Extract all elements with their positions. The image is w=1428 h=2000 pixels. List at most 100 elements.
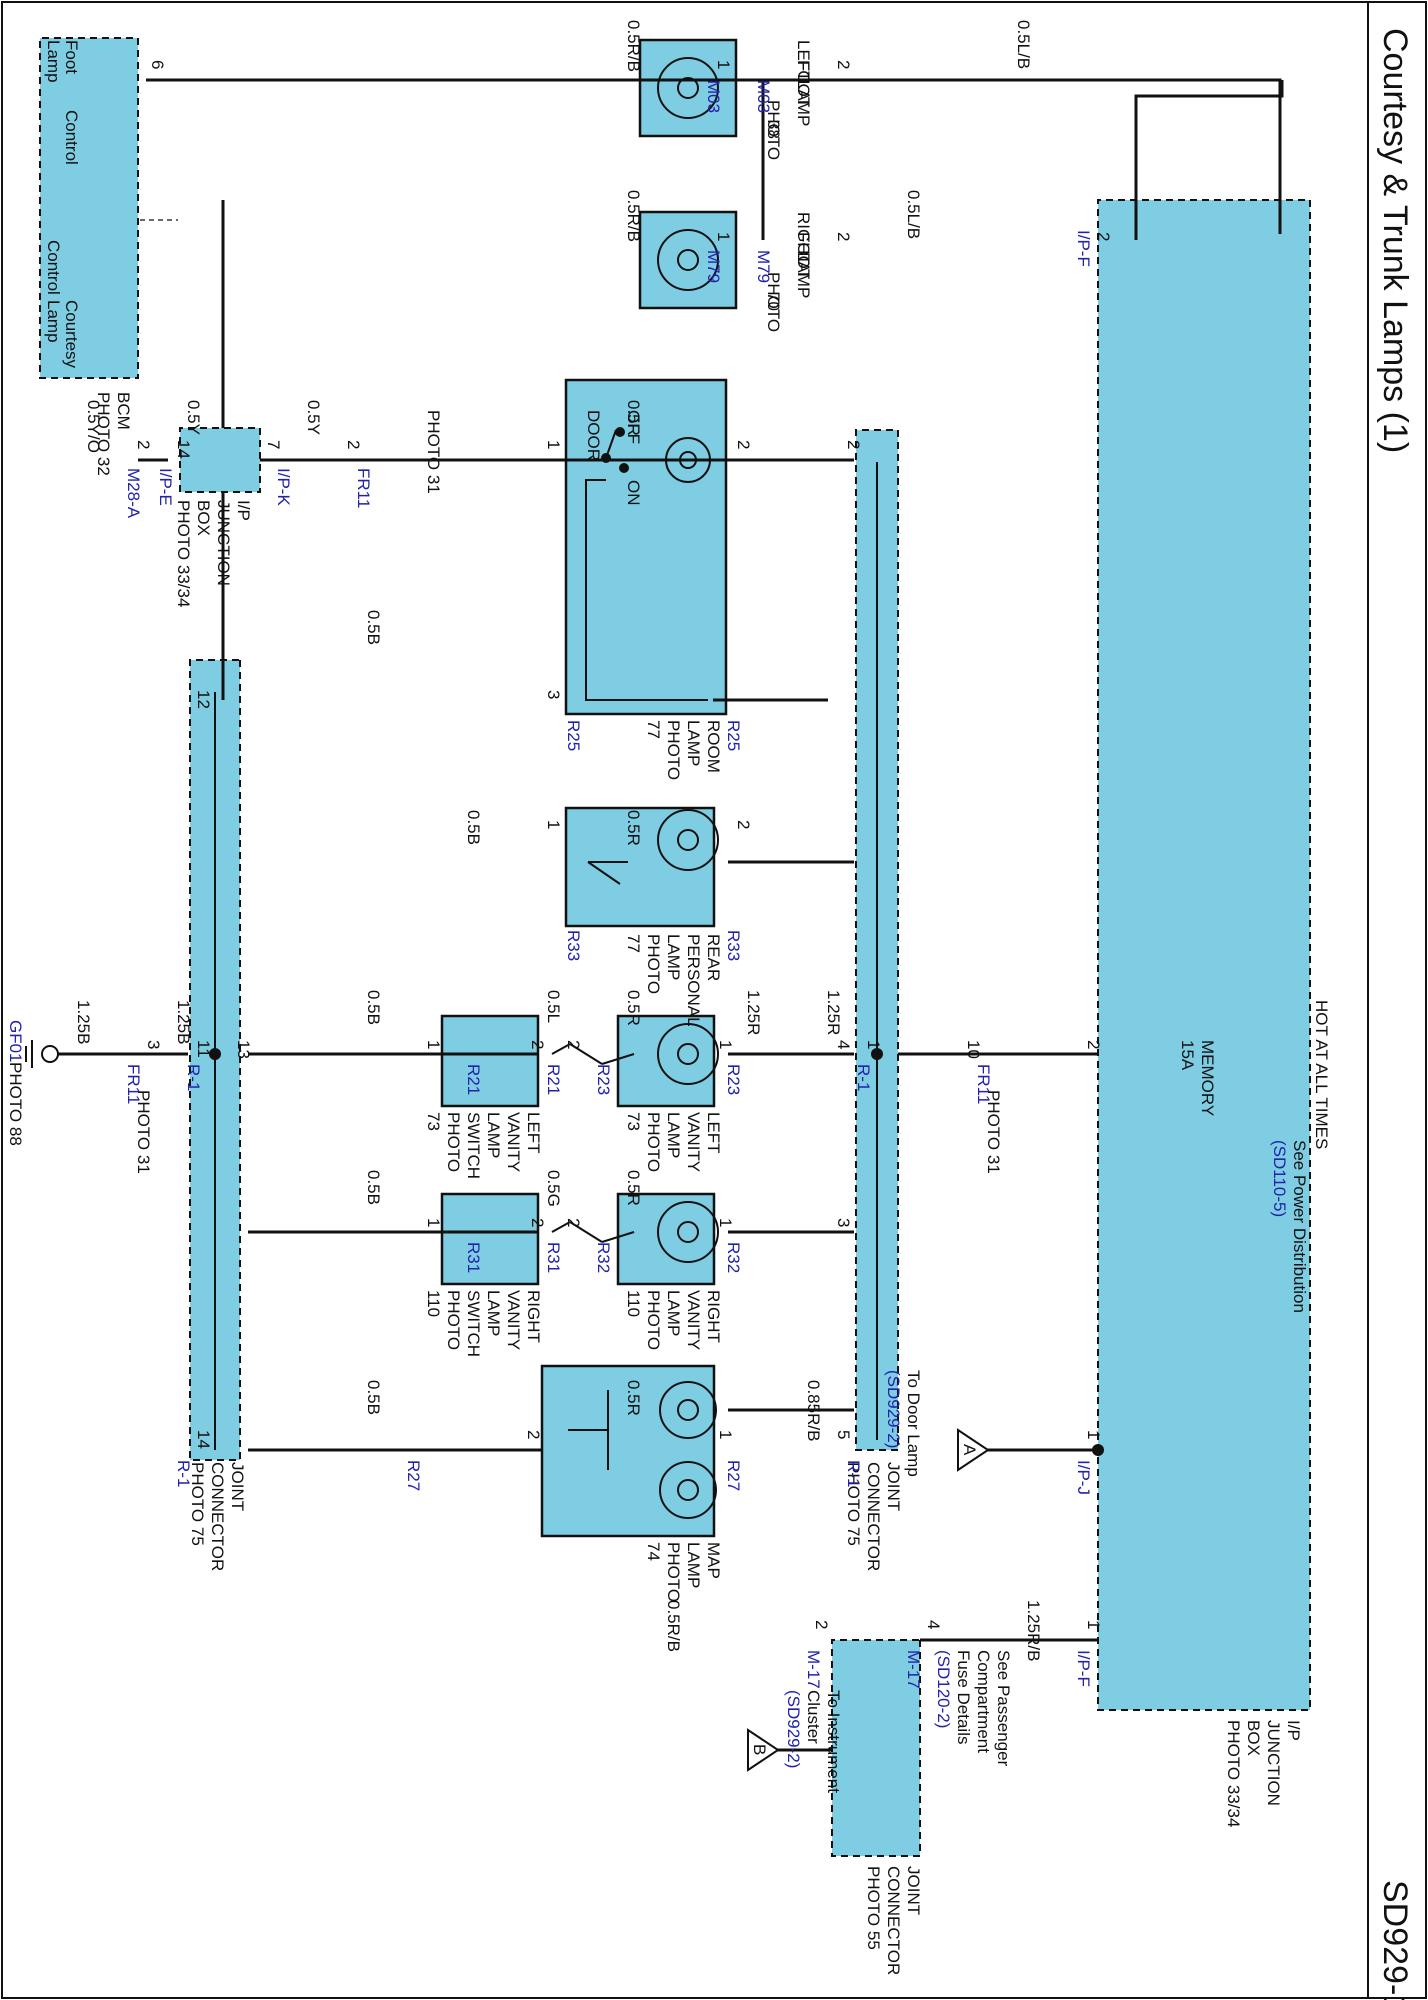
p1-ipj-label: 1: [1084, 1430, 1103, 1439]
r23b-label: R23: [724, 1064, 743, 1095]
left-vanity-lamp: [616, 1014, 716, 1108]
p1-rvs-label: 1: [424, 1218, 443, 1227]
p6-label: 6: [148, 60, 167, 69]
photo-label: PHOTO 75: [188, 1462, 207, 1546]
p11-label: 11: [194, 1040, 213, 1058]
r32b-label: R32: [724, 1242, 743, 1273]
p1-lvl-label: 1: [716, 1040, 735, 1049]
photo-1-label: PHOTO: [444, 1290, 463, 1350]
l1-label: MAP: [704, 1542, 723, 1579]
l2-label: FOOT: [794, 60, 813, 107]
right-vanity-switch: [440, 1192, 540, 1286]
p3-fr11-label: 3: [144, 1040, 163, 1049]
notes: HOT AT ALL TIMES See Power Distribution …: [784, 1000, 1331, 1793]
l3-label: LAMP: [484, 1290, 503, 1336]
r31a-label: R31: [464, 1242, 483, 1273]
p5-label: 5: [834, 1430, 853, 1439]
r1-pwr-label: R-1: [854, 1064, 873, 1091]
ipe-label: I/P-E: [156, 468, 175, 506]
r1-gnd-label: R-1: [184, 1064, 203, 1091]
switch-contacts: [551, 427, 708, 1470]
m17b-label: M-17: [804, 1650, 823, 1689]
p2-m28-label: 2: [134, 440, 153, 449]
fr11-photo-a-label: PHOTO 31: [424, 410, 443, 494]
photo-2-label: 70: [764, 292, 783, 311]
l2-label: CONNECTOR: [208, 1462, 227, 1571]
p14-r1-label: 14: [194, 1430, 213, 1449]
w-05b-rear-label: 0.5B: [464, 810, 483, 845]
foot-3-label: Control: [62, 110, 81, 165]
p10-label: 10: [964, 1040, 983, 1059]
p2-ipf-label: 2: [1094, 232, 1113, 241]
r27b-label: R27: [724, 1460, 743, 1491]
right-vanity-lamp: [616, 1192, 716, 1286]
l3-label: LAMP: [664, 1112, 683, 1158]
ipf-top-label: I/P-F: [1074, 230, 1093, 267]
fr11-a-label: FR11: [354, 468, 373, 508]
p13-label: 13: [234, 1040, 253, 1059]
court-1-label: Courtesy: [62, 300, 81, 369]
ipf-bot-label: I/P-F: [1074, 1650, 1093, 1687]
fuse-2-label: Compartment: [974, 1650, 993, 1753]
door-label: DOOR: [584, 410, 603, 461]
p2-lvl-label: 2: [564, 1040, 583, 1049]
p1-lvs-label: 1: [424, 1040, 443, 1049]
l2-label: VANITY: [504, 1290, 523, 1350]
w-05y1-label: 0.5Y: [184, 400, 203, 435]
door-lamp-1-label: To Door Lamp: [904, 1370, 923, 1477]
connector-labels: M03 M03 M79 M79 I/P-F M28-A I/P-E I/P-K …: [124, 80, 1093, 1689]
l1-label: REAR: [704, 934, 723, 981]
w-05l-label: 0.5L: [544, 990, 563, 1023]
m17a-label: M-17: [904, 1650, 923, 1689]
p2-m17-label: 2: [812, 1620, 831, 1629]
r32a-label: R32: [594, 1242, 613, 1273]
photo-2-label: 77: [624, 934, 643, 953]
w-05rb-m17-label: 0.5R/B: [664, 1600, 683, 1652]
w-125rb-label: 1.25R/B: [1024, 1600, 1043, 1661]
joint-connector-m17: [831, 1639, 921, 1857]
l1-label: RIGHT: [524, 1290, 543, 1343]
p2-fr11-label: 2: [344, 440, 363, 449]
p2-rvl-label: 2: [564, 1218, 583, 1227]
photo-1-label: PHOTO: [644, 1112, 663, 1172]
left-foot-lamp: [638, 38, 738, 138]
page-title: Courtesy & Trunk Lamps (1): [1376, 28, 1414, 453]
l3-label: BOX: [1244, 1720, 1263, 1756]
photo-label: PHOTO 55: [864, 1866, 883, 1950]
photo-2-label: 38: [764, 120, 783, 139]
p7-ipk-label: 7: [264, 440, 283, 449]
right-foot-lamp: [638, 210, 738, 310]
splice-power: [1092, 1444, 1104, 1456]
m79b-label: M79: [704, 250, 723, 283]
w-05yo-label: 0.5Y/O: [84, 400, 103, 453]
photo-label: PHOTO 75: [844, 1462, 863, 1546]
ip-junction-box: [1097, 199, 1311, 1711]
hot-label: HOT AT ALL TIMES: [1312, 1000, 1331, 1149]
photo-2-label: 73: [424, 1112, 443, 1131]
photo-2-label: 110: [424, 1290, 443, 1317]
l2-label: LAMP: [684, 1542, 703, 1588]
photo-label: PHOTO 32: [94, 392, 113, 476]
w-05b-12-label: 0.5B: [364, 610, 383, 645]
w-05rb-label: 0.5R/B: [624, 20, 643, 72]
l2-label: VANITY: [684, 1290, 703, 1350]
component-labels: Foot Lamp Control Courtesy Lamp Control …: [44, 40, 1303, 1975]
fuse-3-label: Fuse Details: [954, 1650, 973, 1744]
ip-junction-box-small: [179, 427, 261, 493]
l4-label: SWITCH: [464, 1112, 483, 1179]
l1-label: ROOM: [704, 720, 723, 773]
l2-label: PERSONAL: [684, 934, 703, 1027]
p3-room-label: 3: [544, 690, 563, 699]
m03a-label: M03: [754, 80, 773, 113]
l1-label: RIGHT: [794, 212, 813, 265]
l3-label: LAMP: [794, 80, 813, 126]
m28a-label: M28-A: [124, 468, 143, 519]
l2-label: VANITY: [684, 1112, 703, 1172]
foot-2-label: Lamp: [44, 40, 63, 83]
offpage-b-icon: [747, 1728, 780, 1772]
w-085rb-label: 0.85R/B: [804, 1380, 823, 1441]
pin-numbers: 6 2 1 2 1 2 2 14 7 2 1 2 2 3 12 1 2 11 3…: [134, 60, 1113, 1629]
left-vanity-switch: [440, 1014, 540, 1108]
wire-labels: 0.5L/B 0.5R/B 0.5L/B 0.5R/B 0.5Y/O 0.5Y …: [74, 20, 1043, 1661]
